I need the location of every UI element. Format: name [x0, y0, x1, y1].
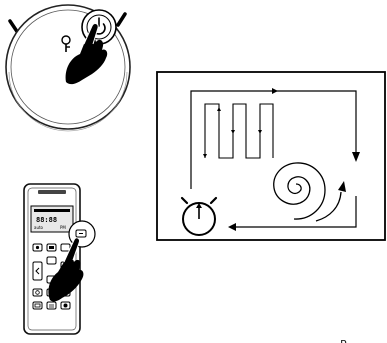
- remote-up-button[interactable]: [46, 256, 57, 265]
- timer-knob-right: [209, 196, 218, 205]
- pointing-finger: [83, 23, 99, 45]
- remote-control: 88:88 auto PM: [23, 183, 96, 335]
- timer-marker: [196, 203, 202, 208]
- remote-button-2-glyph: [49, 246, 54, 249]
- zigzag-arrow-2: [217, 107, 221, 111]
- robot-power-button-ring: [86, 14, 112, 40]
- remote-button-1-dot: [35, 245, 40, 250]
- remote-button-7[interactable]: [32, 301, 43, 310]
- zigzag-arrow-1: [203, 154, 207, 158]
- side-brush-right: [116, 12, 127, 27]
- remote-display-bar: [34, 209, 70, 212]
- remote-button-3[interactable]: [60, 243, 71, 252]
- return-path: [231, 196, 357, 228]
- remote-button-8[interactable]: [46, 301, 57, 310]
- remote-display-time: 88:88: [36, 216, 57, 224]
- robot-inner-ring: [10, 9, 126, 125]
- remote-button-9-glyph: [63, 303, 68, 308]
- arrow-right-icon: [272, 88, 278, 94]
- page-footer: P: [340, 338, 347, 343]
- remote-left-button[interactable]: [32, 261, 43, 281]
- robot-vacuum: [5, 4, 131, 132]
- remote-display-small: PM: [60, 225, 66, 230]
- robot-bumper: [8, 71, 128, 132]
- timer-knob-left: [180, 196, 189, 205]
- pointing-hand-icon: [65, 36, 108, 85]
- remote-inner-outline: [27, 187, 77, 331]
- pointing-hand-icon: [48, 256, 84, 302]
- spiral-outer-arc: [315, 191, 342, 222]
- remote-ir-window: [38, 190, 66, 194]
- arrow-down-icon: [352, 152, 360, 162]
- spiral-path: [273, 162, 326, 220]
- remote-button-4[interactable]: [32, 288, 43, 297]
- arrow-left-icon: [228, 223, 236, 231]
- zigzag-arrow-3: [231, 130, 235, 134]
- zigzag-path: [204, 103, 274, 159]
- remote-button-8-glyph: [49, 304, 54, 308]
- spiral-arrow-icon: [338, 181, 346, 192]
- remote-button-4-glyph: [35, 290, 40, 295]
- cleaning-path-diagram: [156, 71, 386, 241]
- chevron-left-icon: [35, 267, 40, 275]
- pointing-finger: [63, 237, 80, 263]
- zigzag-arrow-4: [258, 130, 262, 134]
- remote-display-auto: auto: [34, 225, 44, 230]
- remote-button-7-glyph: [34, 303, 41, 308]
